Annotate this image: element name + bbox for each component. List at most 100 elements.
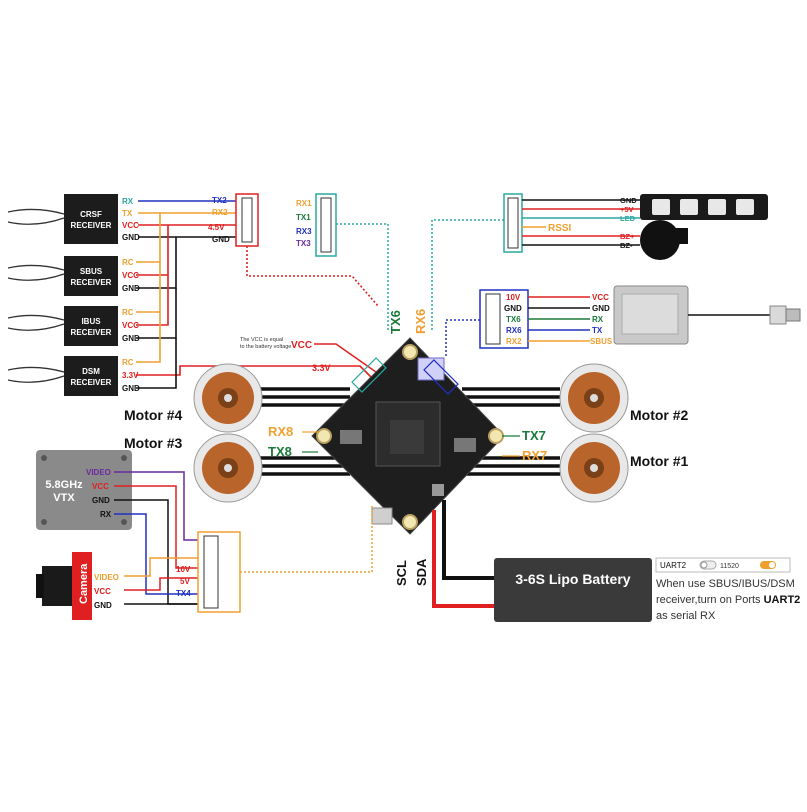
svg-text:SBUS: SBUS <box>80 267 103 276</box>
vtx-pin-gnd: GND <box>592 304 610 313</box>
svg-text:RECEIVER: RECEIVER <box>71 221 112 230</box>
vtx-left-pin-gnd: GND <box>92 496 110 505</box>
motor-3 <box>193 433 263 503</box>
crsf-pin-rx: RX <box>122 197 134 206</box>
label-sda: SDA <box>414 558 429 586</box>
bz-pin-led: LED <box>620 214 636 223</box>
motor-2-label: Motor #2 <box>630 407 689 423</box>
motor-wires <box>258 387 560 476</box>
vtx-left-pin-rx: RX <box>100 510 112 519</box>
note-bold-uart2: UART2 <box>763 594 801 606</box>
vtx-fc-gnd: GND <box>504 304 522 313</box>
svg-text:RECEIVER: RECEIVER <box>71 278 112 287</box>
label-rx6: RX6 <box>413 309 428 334</box>
uart2-value: 11520 <box>720 563 739 570</box>
sbus-pin-gnd: GND <box>122 284 140 293</box>
ibus-pin-rc: RC <box>122 308 134 317</box>
camera-label: Camera <box>78 563 90 604</box>
dsm-receiver: DSM RECEIVER RC 3.3V GND <box>64 356 140 396</box>
bottom-conn-tx4: TX4 <box>176 589 191 598</box>
top-conn-rx1: RX1 <box>296 199 312 208</box>
dsm-pin-gnd: GND <box>122 384 140 393</box>
left-conn-4v5: 4.5V <box>208 223 225 232</box>
vtx-left-pin-video: VIDEO <box>86 468 111 477</box>
battery-label: 3-6S Lipo Battery <box>515 571 630 587</box>
flight-controller-board <box>311 337 505 535</box>
led-strip <box>640 194 768 220</box>
ibus-pin-vcc: VCC <box>122 321 139 330</box>
vcc-label: VCC <box>291 340 312 351</box>
sbus-pin-rc: RC <box>122 258 134 267</box>
crsf-receiver: CRSF RECEIVER RX TX VCC GND <box>64 194 140 244</box>
bz-pin-rssi: RSSI <box>548 223 572 234</box>
uart2-label: UART2 <box>660 561 687 570</box>
uart2-note: When use SBUS/IBUS/DSM receiver,turn on … <box>656 576 806 624</box>
uart2-switch: UART2 11520 <box>655 557 791 573</box>
vtx-module-right <box>613 285 801 345</box>
bz-pin-bzplus: BZ+ <box>620 232 635 241</box>
top-conn-tx3: TX3 <box>296 239 311 248</box>
svg-text:CRSF: CRSF <box>80 210 102 219</box>
crsf-pin-tx: TX <box>122 209 133 218</box>
svg-text:5.8GHz: 5.8GHz <box>45 479 83 491</box>
motor-2 <box>559 363 629 433</box>
camera-wires <box>124 557 204 605</box>
label-tx6: TX6 <box>388 310 403 334</box>
vtx-pin-tx: TX <box>592 326 603 335</box>
motor-1-label: Motor #1 <box>630 453 689 469</box>
svg-text:DSM: DSM <box>82 367 100 376</box>
camera-pin-vcc: VCC <box>94 587 111 596</box>
v33-label: 3.3V <box>312 363 331 373</box>
vcc-note: The VCC is equal to the battery voltage … <box>240 337 377 373</box>
bottom-connector: 10V 5V TX4 <box>176 506 373 613</box>
motor-4-label: Motor #4 <box>124 407 183 423</box>
left-conn-gnd: GND <box>212 235 230 244</box>
vtx-pin-sbus: SBUS <box>590 337 613 346</box>
svg-text:VTX: VTX <box>53 492 75 504</box>
vtx-fc-tx6: TX6 <box>506 315 521 324</box>
bz-pin-5v: +5V <box>620 205 634 214</box>
ibus-pin-gnd: GND <box>122 334 140 343</box>
receiver-antennas <box>7 208 65 383</box>
svg-text:IBUS: IBUS <box>81 317 101 326</box>
motor-1 <box>559 433 629 503</box>
buzzer <box>640 220 688 260</box>
note-line-3: as serial RX <box>656 610 716 622</box>
crsf-pin-vcc: VCC <box>122 221 139 230</box>
vcc-note-text-2: to the battery voltage <box>240 344 291 350</box>
vtx-fc-rx6: RX6 <box>506 326 522 335</box>
bz-pin-bzminus: BZ- <box>620 241 633 250</box>
dsm-pin-3v3: 3.3V <box>122 371 139 380</box>
battery: 3-6S Lipo Battery <box>494 558 652 622</box>
label-rx7: RX7 <box>522 448 547 463</box>
buzzer-led-connector: GND +5V LED RSSI BZ+ BZ- <box>431 193 640 330</box>
camera-pin-video: VIDEO <box>94 573 119 582</box>
left-conn-rx2: RX2 <box>212 208 228 217</box>
bottom-conn-5v: 5V <box>180 577 190 586</box>
battery-wires <box>432 500 494 608</box>
vtx-fc-rx2: RX2 <box>506 337 522 346</box>
note-line-2: receiver,turn on Ports <box>656 594 764 606</box>
label-scl: SCL <box>394 560 409 586</box>
svg-text:RECEIVER: RECEIVER <box>71 378 112 387</box>
motor-4 <box>193 363 263 433</box>
bottom-conn-10v: 10V <box>176 565 191 574</box>
top-conn-rx3: RX3 <box>296 227 312 236</box>
camera: Camera VIDEO VCC GND <box>36 552 119 620</box>
bz-pin-gnd: GND <box>620 196 637 205</box>
top-connector: RX1 TX1 RX3 TX3 <box>296 193 389 330</box>
vtx-module-left: 5.8GHz VTX VIDEO VCC GND RX <box>36 450 132 530</box>
top-conn-tx1: TX1 <box>296 213 311 222</box>
label-rx8: RX8 <box>268 424 293 439</box>
sbus-receiver: SBUS RECEIVER RC VCC GND <box>64 256 140 296</box>
vtx-fc-10v: 10V <box>506 293 521 302</box>
svg-text:RECEIVER: RECEIVER <box>71 328 112 337</box>
vtx-left-pin-vcc: VCC <box>92 482 109 491</box>
dsm-pin-rc: RC <box>122 358 134 367</box>
left-connector: TX2 RX2 4.5V GND <box>208 193 379 307</box>
motor-3-label: Motor #3 <box>124 435 183 451</box>
label-tx7: TX7 <box>522 428 546 443</box>
right-vtx-connector: 10V GND TX6 RX6 RX2 VCC GND RX TX SBUS <box>445 289 613 356</box>
vtx-pin-vcc: VCC <box>592 293 609 302</box>
